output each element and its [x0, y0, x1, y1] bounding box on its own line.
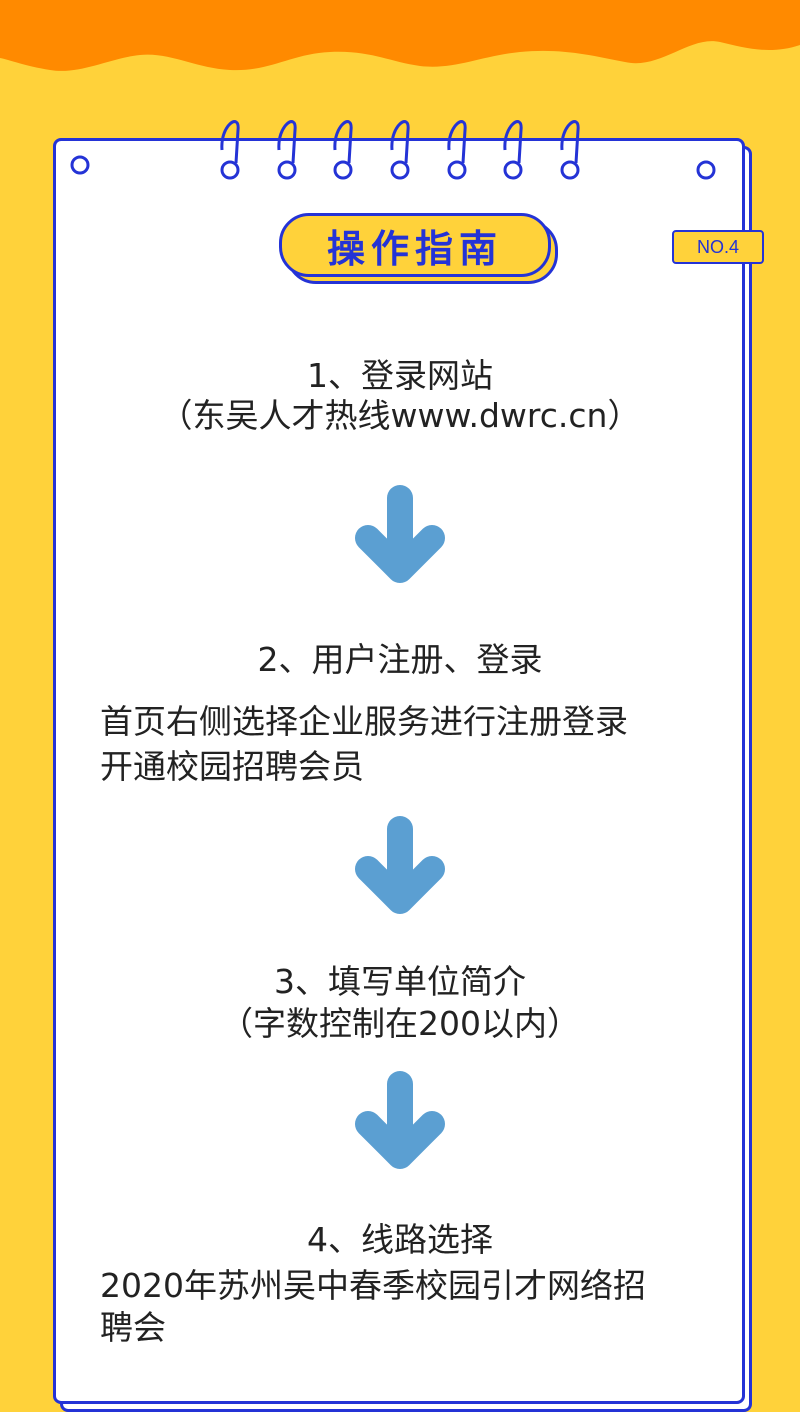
step-2-desc-line-1: 首页右侧选择企业服务进行注册登录: [100, 702, 628, 741]
spiral-ring-icon: [390, 120, 410, 180]
notebook-page: [53, 138, 745, 1404]
down-arrow-icon: [355, 816, 445, 914]
step-4-desc-line-1: 2020年苏州吴中春季校园引才网络招: [100, 1266, 646, 1305]
spiral-ring-icon: [447, 120, 467, 180]
step-1-title: 1、登录网站: [307, 356, 493, 395]
spiral-ring-icon: [560, 120, 580, 180]
spiral-ring-icon: [333, 120, 353, 180]
step-3-desc-line-1: （字数控制在200以内）: [220, 1004, 580, 1043]
title-badge: 操作指南: [279, 213, 551, 277]
step-2-title: 2、用户注册、登录: [257, 640, 543, 679]
punch-hole-icon: [70, 155, 90, 175]
spiral-ring-icon: [220, 120, 240, 180]
step-3-title: 3、填写单位简介: [274, 962, 526, 1001]
step-4-desc-line-2: 聘会: [100, 1308, 166, 1347]
spiral-binding: [70, 120, 716, 180]
step-4-title: 4、线路选择: [307, 1220, 493, 1259]
down-arrow-icon: [355, 1071, 445, 1169]
punch-hole-icon: [696, 160, 716, 180]
page-title: 操作指南: [326, 226, 503, 271]
step-2-desc-line-2: 开通校园招聘会员: [100, 747, 364, 786]
spiral-ring-icon: [277, 120, 297, 180]
orange-drip-decoration: [0, 0, 800, 71]
step-1-desc-line-1: （东吴人才热线www.dwrc.cn）: [159, 396, 641, 435]
down-arrow-icon: [355, 485, 445, 583]
number-tag: NO.4: [672, 230, 764, 264]
spiral-ring-icon: [503, 120, 523, 180]
